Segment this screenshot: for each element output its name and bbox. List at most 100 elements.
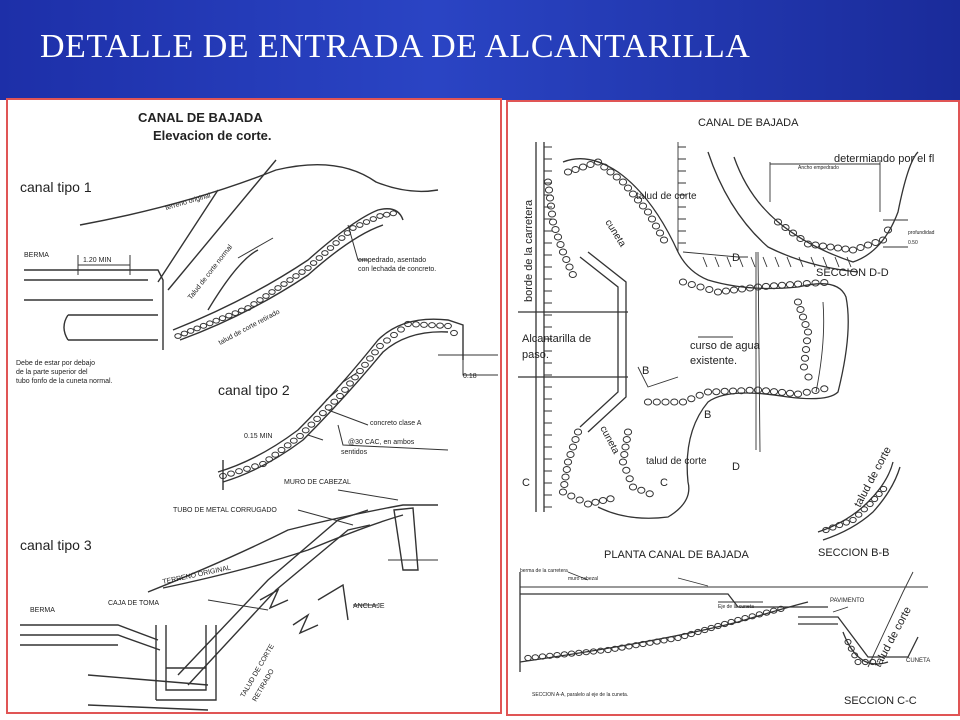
stone-mark xyxy=(628,190,638,198)
stone-mark xyxy=(793,298,803,306)
stone-mark xyxy=(678,398,688,406)
label-prof-val: 0.50 xyxy=(908,240,918,246)
stone-mark xyxy=(565,263,574,271)
label-alcantarilla-1: Alcantarilla de xyxy=(522,333,591,345)
stone-mark xyxy=(313,415,322,422)
stone-mark xyxy=(639,640,647,648)
stone-mark xyxy=(645,490,654,498)
stone-mark xyxy=(705,286,714,293)
stone-mark xyxy=(597,647,605,654)
stone-mark xyxy=(856,244,865,251)
stone-mark xyxy=(330,398,339,405)
label-seccion-aa: SECCION A-A, paralelo al eje de la cunet… xyxy=(532,692,628,698)
canal-tipo-1-drawing xyxy=(24,159,439,350)
label-berma-1: BERMA xyxy=(24,252,49,259)
stone-mark xyxy=(212,317,220,324)
stone-mark xyxy=(369,216,377,222)
stone-mark xyxy=(256,297,264,303)
stone-mark xyxy=(647,215,657,223)
stone-mark xyxy=(737,285,747,293)
stone-mark xyxy=(361,361,369,368)
stone-mark xyxy=(573,428,583,436)
stone-mark xyxy=(553,233,563,241)
stone-mark xyxy=(556,241,565,248)
stone-mark xyxy=(696,283,705,291)
stone-mark xyxy=(781,224,790,231)
stone-mark xyxy=(206,320,214,327)
stone-mark xyxy=(804,373,813,381)
label-eje-cuneta: Eje de la cuneta xyxy=(718,604,754,610)
label-b-bottom: B xyxy=(704,409,711,421)
label-empedrado-1: empedrado, asentado xyxy=(358,257,426,264)
stone-mark xyxy=(351,374,359,381)
stone-mark xyxy=(436,322,444,329)
stone-mark xyxy=(796,235,805,242)
stone-mark xyxy=(623,428,633,436)
label-borde-carretera: borde de la carretera xyxy=(523,199,535,302)
stone-mark xyxy=(659,236,669,244)
stone-mark xyxy=(606,495,615,503)
stone-mark xyxy=(338,235,346,241)
stone-mark xyxy=(623,184,633,192)
stone-mark xyxy=(803,328,813,336)
stone-mark xyxy=(713,288,723,296)
stone-mark xyxy=(801,346,811,353)
stone-mark xyxy=(561,473,570,481)
stone-mark xyxy=(362,219,371,225)
stone-mark xyxy=(283,442,292,449)
stone-mark xyxy=(309,260,318,266)
stone-mark xyxy=(326,245,335,251)
stone-mark xyxy=(618,458,628,466)
stone-mark xyxy=(301,427,310,434)
stone-mark xyxy=(720,387,729,395)
label-terreno-original: terreno original xyxy=(165,192,212,212)
stone-mark xyxy=(307,421,316,428)
stone-lining xyxy=(174,210,458,480)
stone-mark xyxy=(583,500,593,508)
stone-mark xyxy=(349,225,357,231)
stone-mark xyxy=(800,354,810,362)
label-refuerzo-2: sentidos xyxy=(341,449,368,456)
label-caja-toma: CAJA DE TOMA xyxy=(108,600,159,607)
stone-mark xyxy=(833,244,843,252)
stone-mark xyxy=(376,342,384,350)
stone-mark xyxy=(618,644,626,651)
stone-mark xyxy=(371,349,379,356)
stone-mark xyxy=(558,248,568,256)
label-dim-018: 0.18 xyxy=(463,373,477,380)
stone-mark xyxy=(854,658,862,666)
stone-mark xyxy=(578,163,588,171)
stone-mark xyxy=(855,511,863,518)
stone-mark xyxy=(643,398,653,406)
stone-mark xyxy=(844,638,852,646)
stone-mark xyxy=(227,470,235,477)
label-alcantarilla-2: paso. xyxy=(522,349,549,361)
stone-mark xyxy=(558,488,568,496)
label-refuerzo-1: @30 CAC, en ambos xyxy=(348,439,415,446)
stone-mark xyxy=(543,178,553,186)
stone-mark xyxy=(811,279,820,287)
label-canal-tipo-3: canal tipo 3 xyxy=(20,537,92,553)
stone-mark xyxy=(618,178,628,186)
note-line-3: tubo fonfo de la cuneta normal. xyxy=(16,378,113,385)
stone-mark xyxy=(218,315,227,322)
stone-mark xyxy=(567,492,576,500)
stone-mark xyxy=(785,281,795,289)
stone-mark xyxy=(637,486,646,494)
label-berma-carretera: berma de la carretera xyxy=(520,568,568,574)
label-talud-normal: Talud de corte normal xyxy=(187,244,234,302)
stone-mark xyxy=(793,390,803,398)
label-seccion-bb: SECCION B-B xyxy=(818,547,890,559)
stone-mark xyxy=(678,278,688,286)
stone-mark xyxy=(625,475,634,483)
stone-mark xyxy=(670,398,679,406)
stone-mark xyxy=(820,279,829,286)
stone-mark xyxy=(562,256,571,263)
label-canal-bajada-plan: CANAL DE BAJADA xyxy=(698,117,799,129)
label-c-right: C xyxy=(660,477,668,489)
stone-mark xyxy=(773,218,783,226)
canal-tipo-3-drawing xyxy=(20,489,438,711)
stone-mark xyxy=(761,387,771,395)
stone-mark xyxy=(174,333,182,339)
stone-mark xyxy=(878,236,888,244)
